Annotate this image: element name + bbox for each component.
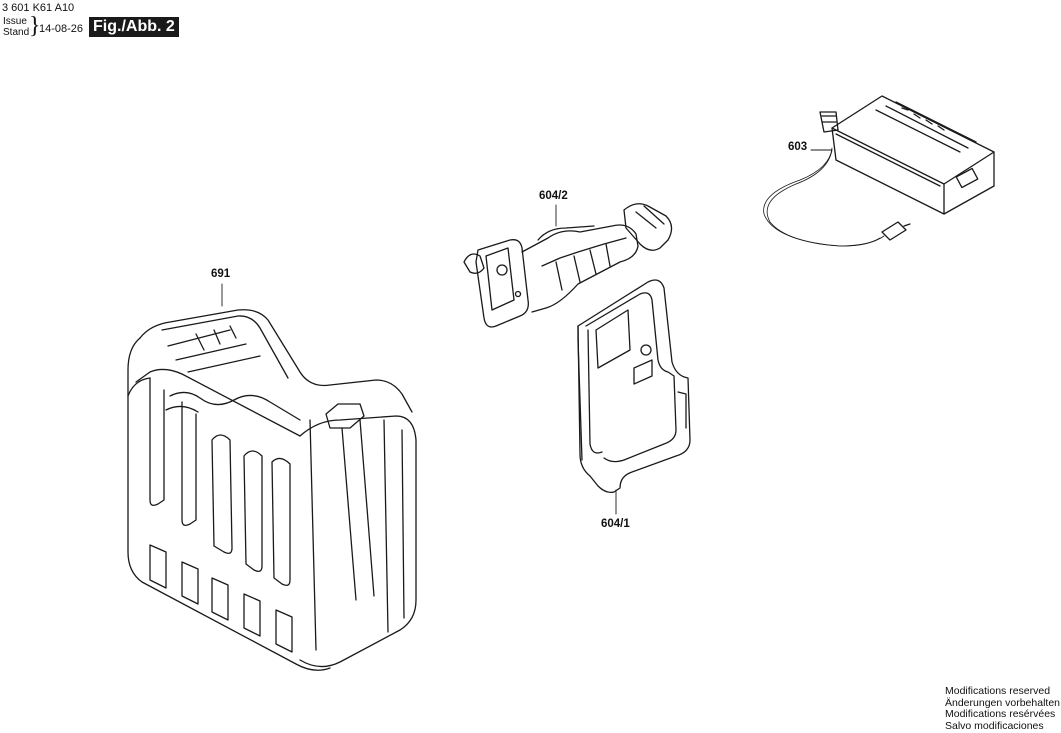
brace-glyph: } [29, 13, 41, 39]
stand-label: Stand [3, 27, 30, 38]
receiver-cradle-drawing [577, 279, 691, 515]
carrying-case-drawing [127, 283, 417, 671]
part-label-691: 691 [211, 268, 231, 280]
issue-label: Issue [3, 16, 27, 27]
figure-badge: Fig./Abb. 2 [89, 17, 179, 37]
part-label-604-1: 604/1 [601, 518, 630, 530]
charger-drawing [763, 95, 995, 247]
part-label-603: 603 [788, 141, 808, 153]
notice-line: Modifications reserved [945, 685, 1051, 697]
notice-line: Modifications resérvées [945, 708, 1056, 721]
part-label-604-2: 604/2 [539, 190, 568, 202]
issue-date: 14-08-26 [39, 23, 84, 35]
receiver-holder-drawing [463, 203, 673, 328]
notice-line: Änderungen vorbehalten [945, 696, 1061, 709]
notice-line: Salvo modificaciones [945, 720, 1044, 733]
modifications-notice: Modifications reserved Änderungen vorbeh… [945, 685, 1061, 733]
document-number: 3 601 K61 A10 [2, 2, 75, 14]
